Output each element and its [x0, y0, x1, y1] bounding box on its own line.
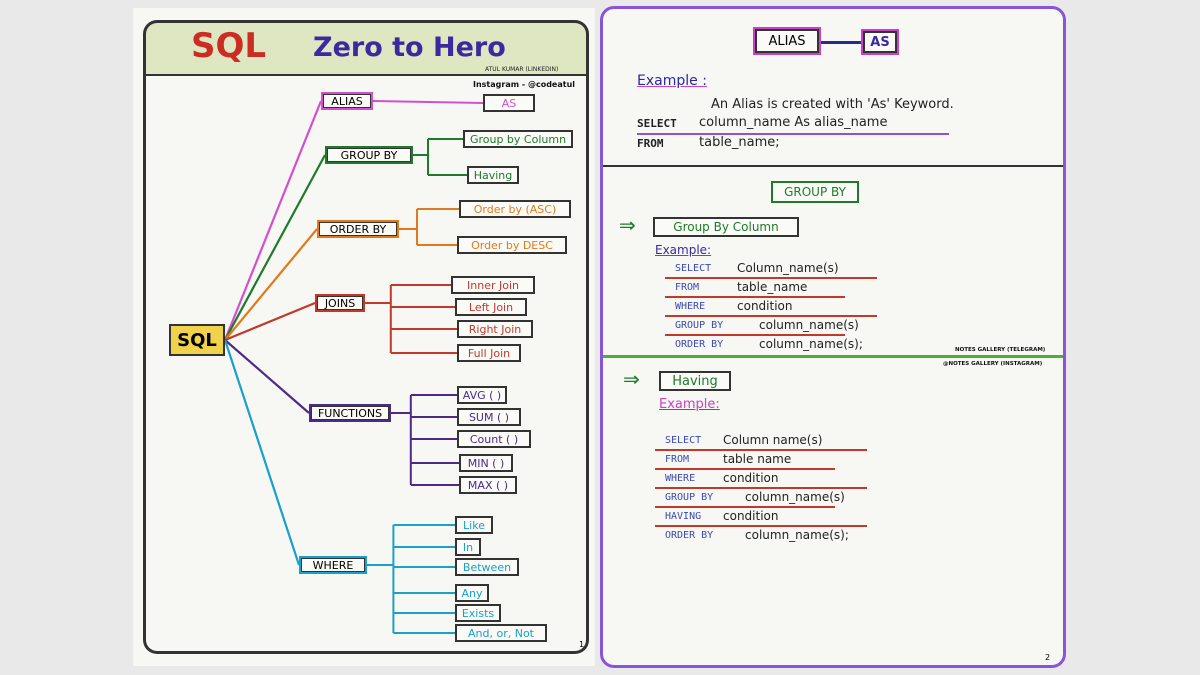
instagram-credit: Instagram - @codeatul: [473, 80, 576, 89]
leaf-node-having: Having: [467, 166, 519, 184]
alias-from-kw: FROM: [637, 137, 664, 150]
branch-node-joins: JOINS: [315, 294, 365, 312]
branch-line-alias: [223, 100, 323, 341]
leaf-node-and-or-not: And, or, Not: [455, 624, 547, 642]
alias-connector: [821, 41, 863, 44]
alias-select-code: column_name As alias_name: [699, 115, 888, 130]
code-keyword: HAVING: [665, 511, 702, 522]
branch-line-functions: [224, 339, 310, 414]
code-text: column_name(s);: [745, 528, 849, 542]
having-arrow: ⇒: [623, 367, 640, 391]
leaf-node-min: MIN ( ): [459, 454, 513, 472]
root-node-sql: SQL: [169, 324, 225, 356]
code-keyword: SELECT: [665, 435, 702, 446]
branch-line-joins: [224, 301, 316, 342]
code-keyword: WHERE: [665, 473, 696, 484]
code-text: Column name(s): [723, 433, 823, 447]
branch-node-alias: ALIAS: [321, 92, 373, 110]
code-underline: [655, 506, 835, 508]
leaf-node-left-join: Left Join: [455, 298, 527, 316]
leaf-node-group-by-column: Group by Column: [463, 130, 573, 148]
having-example-label: Example:: [659, 397, 720, 412]
code-text: condition: [723, 509, 779, 523]
code-underline: [655, 449, 867, 451]
code-underline: [655, 525, 867, 527]
code-underline: [665, 334, 845, 336]
leaf-node-right-join: Right Join: [457, 320, 533, 338]
watermark-telegram: NOTES GALLERY (TELEGRAM): [955, 347, 1046, 353]
code-keyword: GROUP BY: [665, 492, 714, 503]
code-underline: [665, 277, 877, 279]
leaf-node-count: Count ( ): [457, 430, 531, 448]
code-underline: [665, 296, 845, 298]
code-keyword: WHERE: [675, 301, 706, 312]
alias-underline: [637, 133, 949, 135]
code-text: column_name(s): [759, 318, 859, 332]
leaf-node-order-by-desc: Order by DESC: [457, 236, 567, 254]
alias-example-label: Example :: [637, 73, 707, 89]
title-zero-to-hero: Zero to Hero: [313, 32, 506, 63]
leaf-node-avg: AVG ( ): [457, 386, 507, 404]
branch-line-where: [223, 339, 301, 566]
leaf-node-as: AS: [483, 94, 535, 112]
page-number-2: 2: [1045, 653, 1051, 662]
code-text: column_name(s);: [759, 337, 863, 351]
code-text: column_name(s): [745, 490, 845, 504]
code-text: condition: [723, 471, 779, 485]
code-keyword: GROUP BY: [675, 320, 724, 331]
leaf-node-full-join: Full Join: [457, 344, 521, 362]
code-keyword: FROM: [675, 282, 700, 293]
groupby-title-box: GROUP BY: [771, 181, 859, 203]
code-text: table_name: [737, 280, 808, 294]
mindmap-page: SQL Zero to Hero ATUL KUMAR (LINKEDIN) I…: [133, 8, 595, 666]
alias-as-box: AS: [863, 31, 897, 53]
groupby-arrow: ⇒: [619, 213, 636, 237]
leaf-node-exists: Exists: [455, 604, 501, 622]
leaf-node-between: Between: [455, 558, 519, 576]
author-credit: ATUL KUMAR (LINKEDIN): [485, 66, 559, 73]
leaf-node-like: Like: [455, 516, 493, 534]
groupby-column-box: Group By Column: [653, 217, 799, 237]
watermark-instagram: @NOTES GALLERY (INSTAGRAM): [943, 361, 1043, 367]
code-keyword: SELECT: [675, 263, 712, 274]
page-number: 1: [579, 640, 585, 649]
title-sql: SQL: [191, 26, 267, 66]
branch-node-group-by: GROUP BY: [325, 146, 413, 164]
alias-from-code: table_name;: [699, 135, 780, 150]
mindmap-frame: [143, 76, 589, 654]
branch-line-order-by: [224, 228, 318, 341]
code-underline: [655, 487, 867, 489]
branch-node-order-by: ORDER BY: [317, 220, 399, 238]
leaf-node-order-by-asc: Order by (ASC): [459, 200, 571, 218]
section-divider-2: [603, 355, 1063, 358]
notes-page: ALIAS AS Example : An Alias is created w…: [600, 6, 1066, 668]
leaf-node-sum: SUM ( ): [457, 408, 521, 426]
branch-connector: [372, 100, 484, 104]
having-title-box: Having: [659, 371, 731, 391]
branch-line-group-by: [224, 154, 326, 341]
leaf-node-max: MAX ( ): [459, 476, 517, 494]
alias-title-box: ALIAS: [755, 29, 819, 53]
section-divider-1: [603, 165, 1063, 167]
leaf-node-inner-join: Inner Join: [451, 276, 535, 294]
code-text: Column_name(s): [737, 261, 839, 275]
title-banner: [143, 20, 589, 76]
leaf-node-in: In: [455, 538, 481, 556]
branch-node-functions: FUNCTIONS: [309, 404, 391, 422]
code-keyword: ORDER BY: [675, 339, 724, 350]
alias-description: An Alias is created with 'As' Keyword.: [711, 97, 954, 112]
code-text: condition: [737, 299, 793, 313]
code-underline: [665, 315, 877, 317]
code-text: table name: [723, 452, 792, 466]
alias-select-kw: SELECT: [637, 117, 677, 130]
groupby-example-label: Example:: [655, 243, 712, 257]
code-underline: [655, 468, 835, 470]
leaf-node-any: Any: [455, 584, 489, 602]
mindmap-canvas: [223, 100, 484, 634]
code-keyword: FROM: [665, 454, 690, 465]
code-keyword: ORDER BY: [665, 530, 714, 541]
branch-node-where: WHERE: [299, 556, 367, 574]
